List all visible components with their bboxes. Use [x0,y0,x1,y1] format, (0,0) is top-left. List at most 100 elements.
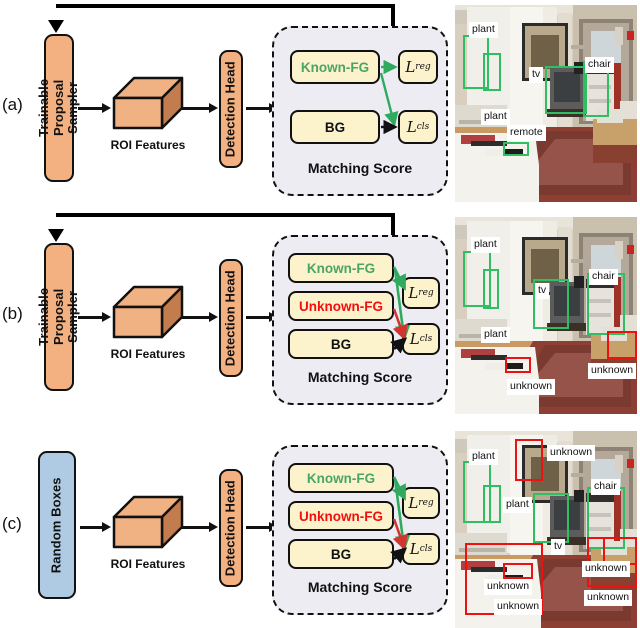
diagram-b: Trainable Proposal Sampler ROI Features … [30,209,448,418]
panel-b: (b) Trainable Proposal Sampler ROI Featu… [0,209,640,418]
detection-head-label: Detection Head [222,269,238,367]
detection-box-unknown-remote-c[interactable] [503,563,533,579]
detection-label-plant-2-b: plant [481,327,510,343]
loss-reg-subscript: reg [415,62,431,72]
scene-photo-c: unknown plant plant tv chair unknown unk… [455,431,637,628]
detection-box-plant-2-c[interactable] [483,485,501,523]
trainable-proposal-sampler-label: Trainable Proposal Sampler [36,288,81,346]
roi-features-label-c: ROI Features [110,557,186,571]
detection-label-unknown-cloth-c: unknown [584,590,633,606]
random-boxes-label: Random Boxes [48,477,64,573]
detection-box-unknown-2-b[interactable] [607,331,637,359]
feedback-loop-right-b [391,213,395,243]
detection-label-tv-a: tv [529,67,544,83]
feedback-loop-arrowhead-b [48,229,64,242]
connector-roi-to-head-head-a [209,102,218,113]
detection-head-box-c[interactable]: Detection Head [219,469,243,587]
panel-a: (a) Trainable Proposal Sampler ROI [0,0,640,209]
class-box-bg-b[interactable]: BG [288,329,394,359]
detection-label-unknown-table-c: unknown [582,561,631,577]
connector-head-to-matching-c [246,526,270,529]
class-box-known-fg-a[interactable]: Known-FG [290,50,380,84]
detection-box-unknown-1-b[interactable] [505,357,531,373]
loss-cls-symbol: L [409,540,420,558]
connector-source-to-roi-c [80,526,103,529]
random-boxes-box-c[interactable]: Random Boxes [38,451,76,599]
detection-box-tv-b[interactable] [533,279,569,329]
connector-roi-to-head-head-c [209,521,218,532]
loss-cls-subscript: cls [416,122,430,132]
trainable-proposal-sampler-box-b[interactable]: Trainable Proposal Sampler [36,243,80,391]
connector-sampler-to-roi-head-b [102,311,111,322]
loss-reg-subscript: reg [418,498,434,508]
detection-box-remote-a[interactable] [503,142,529,156]
detection-box-tv-a[interactable] [545,66,587,114]
loss-reg-symbol: L [405,58,416,76]
detection-label-plant-2-a: plant [481,109,510,125]
loss-cls-symbol: L [409,330,420,348]
class-box-bg-c[interactable]: BG [288,539,394,569]
feedback-loop-arrowhead-a [48,20,64,33]
loss-reg-symbol: L [408,284,419,302]
class-box-known-fg-c[interactable]: Known-FG [288,463,394,493]
detection-label-chair-a: chair [585,57,614,73]
connector-roi-to-head-a [182,107,210,110]
class-box-bg-a[interactable]: BG [290,110,380,144]
detection-label-plant-1-b: plant [471,237,500,253]
detection-label-plant-2-c: plant [503,497,532,513]
detection-box-plant-2-b[interactable] [483,269,499,309]
loss-reg-symbol: L [408,494,419,512]
roi-features-prism-b [112,281,184,343]
detection-label-unknown-2-b: unknown [588,363,637,379]
roi-features-label-a: ROI Features [110,138,186,152]
loss-cls-symbol: L [406,118,417,136]
roi-features-prism-a [112,72,184,134]
detection-label-chair-c: chair [591,479,620,495]
connector-head-to-matching-a [246,107,270,110]
connector-source-to-roi-head-c [102,521,111,532]
connector-roi-to-head-head-b [209,311,218,322]
detection-label-unknown-remote-c: unknown [494,599,543,615]
feedback-loop-top-b [56,213,395,217]
detection-box-unknown-painting-c[interactable] [515,439,543,481]
detection-box-tv-c[interactable] [533,493,569,543]
connector-sampler-to-roi-head-a [102,102,111,113]
detection-head-box-a[interactable]: Detection Head [219,50,243,168]
diagram-c: Random Boxes ROI Features Detection Head [30,419,448,628]
panel-c: (c) Random Boxes ROI Features Detection … [0,419,640,628]
trainable-proposal-sampler-label: Trainable Proposal Sampler [36,79,81,137]
trainable-proposal-sampler-box-a[interactable]: Trainable Proposal Sampler [36,34,80,182]
class-box-known-fg-b[interactable]: Known-FG [288,253,394,283]
connector-roi-to-head-c [182,526,210,529]
matching-score-title-a: Matching Score [307,160,413,176]
feedback-loop-top-a [56,4,395,8]
matching-arrows-b [390,266,411,354]
matching-score-title-b: Matching Score [307,369,413,385]
class-box-unknown-fg-c[interactable]: Unknown-FG [288,501,394,531]
detection-head-box-b[interactable]: Detection Head [219,259,243,377]
matching-score-title-c: Matching Score [307,579,413,595]
detection-label-remote-a: remote [507,125,546,141]
matching-arrows-a [379,59,399,135]
loss-cls-subscript: cls [419,334,433,344]
loss-reg-subscript: reg [418,288,434,298]
scene-photo-b: plant plant tv chair unknown unknown [455,217,637,414]
loss-cls-subscript: cls [419,544,433,554]
detection-box-plant-2-a[interactable] [483,53,501,91]
connector-sampler-to-roi-b [78,316,103,319]
diagram-a: Trainable Proposal Sampler ROI Features … [30,0,448,209]
detection-label-chair-b: chair [589,269,618,285]
detection-label-unknown-painting-c: unknown [547,445,596,461]
detection-head-label: Detection Head [222,60,238,158]
class-box-unknown-fg-b[interactable]: Unknown-FG [288,291,394,321]
detection-label-plant-1-c: plant [469,449,498,465]
panel-letter-a: (a) [2,95,23,114]
